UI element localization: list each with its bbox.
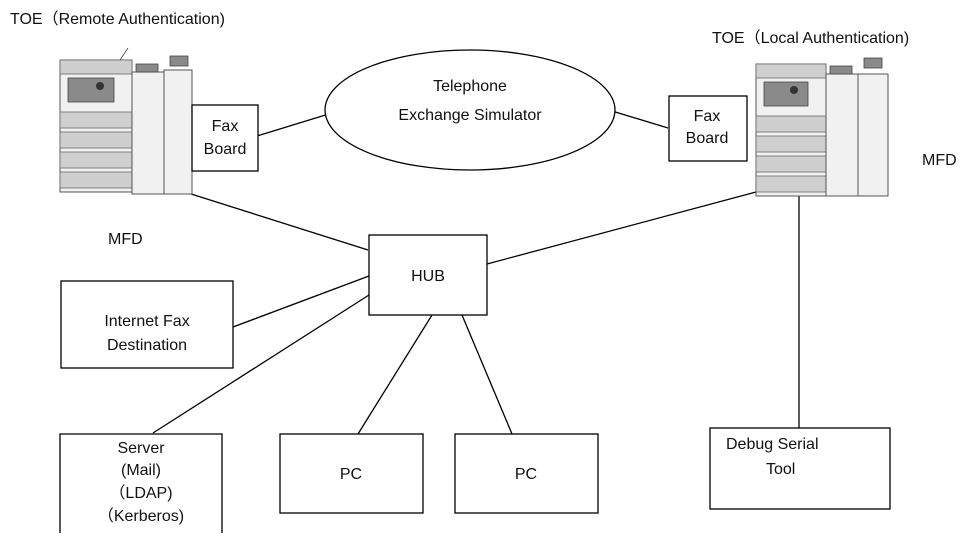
server-line-2: (Mail): [121, 462, 161, 479]
pc-2-label: PC: [515, 466, 537, 483]
internet-fax-destination: Internet Fax Destination: [60, 280, 234, 369]
link-hub-to-pc-2: [461, 314, 513, 435]
fax-board-left-line-2: Board: [204, 141, 247, 158]
link-mfd-left-to-hub: [187, 192, 369, 251]
debug-tool-line-2: Tool: [766, 461, 795, 478]
mfd-right-icon: [755, 57, 889, 197]
debug-tool-line-1: Debug Serial: [726, 436, 819, 453]
link-simulator-to-fax-right: [611, 110, 669, 129]
fax-board-right-line-1: Fax: [694, 108, 721, 125]
fax-board-left: Fax Board: [191, 104, 259, 172]
mfd-left-icon: [59, 47, 193, 195]
connections: [152, 110, 800, 435]
server-line-4: （Kerberos): [98, 507, 184, 525]
fax-board-left-line-1: Fax: [212, 118, 239, 135]
server-line-1: Server: [117, 440, 165, 457]
pc-node-2: PC: [454, 433, 599, 514]
server-line-3: （LDAP): [109, 484, 172, 502]
pc-1-label: PC: [340, 466, 362, 483]
telephone-exchange-simulator: Telephone Exchange Simulator: [324, 49, 616, 171]
hub-node: HUB: [368, 234, 488, 316]
link-mfd-right-to-hub: [486, 191, 757, 265]
mfd-left-label: MFD: [108, 231, 143, 248]
toe-local-label: TOE（Local Authentication): [712, 29, 909, 47]
pc-node-1: PC: [279, 433, 424, 514]
internet-fax-line-1: Internet Fax: [104, 313, 189, 330]
fax-board-right-line-2: Board: [686, 130, 729, 147]
telephone-simulator-line-1: Telephone: [433, 78, 507, 95]
internet-fax-line-2: Destination: [107, 337, 187, 354]
server-node: Server (Mail) （LDAP) （Kerberos): [59, 433, 223, 533]
link-hub-to-internet-fax: [232, 275, 370, 328]
mfd-right-label: MFD: [922, 152, 957, 169]
debug-serial-tool: Debug Serial Tool: [709, 427, 891, 510]
link-hub-to-pc-1: [357, 314, 433, 435]
hub-label: HUB: [411, 268, 445, 285]
fax-board-right: Fax Board: [668, 95, 748, 162]
link-hub-to-server: [152, 294, 370, 434]
toe-remote-label: TOE（Remote Authentication): [10, 10, 225, 28]
telephone-simulator-line-2: Exchange Simulator: [398, 107, 542, 124]
link-fax-left-to-simulator: [256, 112, 333, 137]
